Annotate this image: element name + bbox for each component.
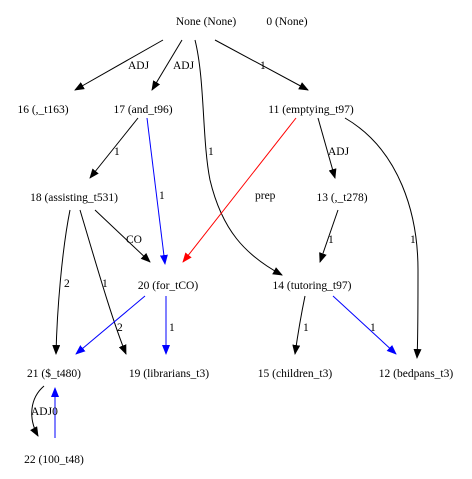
edge-label-root-16: ADJ — [128, 60, 150, 72]
edge-label-14-15: 1 — [303, 322, 309, 334]
edge-root-16 — [74, 39, 164, 91]
edge-14-12 — [332, 295, 397, 355]
edge-root-17 — [151, 39, 183, 91]
edge-18-21 — [52, 209, 71, 355]
node-19: 19 (librarians_t3) — [129, 368, 209, 380]
node-root: None (None) — [176, 16, 237, 28]
node-16: 16 (,_t163) — [17, 104, 68, 116]
edge-21-22 — [30, 385, 45, 437]
node-13: 13 (,_t278) — [316, 192, 367, 204]
node-15: 15 (children_t3) — [258, 368, 333, 380]
edge-root-14 — [194, 39, 283, 276]
edge-label-root-11: 1 — [260, 60, 266, 72]
edge-label-17-20: 1 — [159, 190, 165, 202]
edge-label-root-17: ADJ — [173, 60, 195, 72]
edge-label-21-22: ADJ0 — [31, 406, 58, 418]
edge-label-20-19: 1 — [169, 322, 175, 334]
edge-label-11-20: prep — [255, 190, 276, 202]
edge-11-12 — [344, 117, 422, 359]
edge-label-20-21: 2 — [117, 322, 123, 334]
edge-label-13-14: 1 — [328, 234, 334, 246]
edge-label-14-12: 1 — [370, 322, 376, 334]
node-22: 22 (100_t48) — [24, 454, 84, 466]
node-11: 11 (emptying_t97) — [268, 104, 354, 116]
node-17: 17 (and_t96) — [113, 104, 172, 116]
node-18: 18 (assisting_t531) — [30, 192, 118, 204]
edge-18-20 — [94, 209, 151, 263]
edge-20-21 — [75, 295, 146, 355]
edge-13-14 — [319, 209, 339, 263]
edge-label-11-12: 1 — [410, 234, 416, 246]
edge-17-20 — [146, 117, 168, 265]
edge-label-18-19: 1 — [102, 278, 108, 290]
edge-18-19 — [79, 209, 127, 355]
node-12: 12 (bedpans_t3) — [379, 368, 454, 380]
node-14: 14 (tutoring_t97) — [273, 280, 352, 292]
edge-label-11-13: ADJ — [328, 146, 350, 158]
edge-11-20 — [182, 117, 297, 263]
edge-label-18-20: CO — [126, 234, 142, 246]
edge-17-18 — [89, 117, 139, 179]
edge-14-15 — [292, 295, 306, 355]
edge-11-13 — [317, 117, 337, 179]
edge-label-17-18: 1 — [114, 146, 120, 158]
node-20: 20 (for_tCO) — [138, 280, 199, 292]
node-21: 21 ($_t480) — [27, 367, 81, 380]
edge-label-18-21: 2 — [64, 278, 70, 290]
edge-root-11 — [214, 39, 309, 91]
node-0: 0 (None) — [266, 16, 307, 28]
edge-label-root-14: 1 — [208, 146, 214, 158]
